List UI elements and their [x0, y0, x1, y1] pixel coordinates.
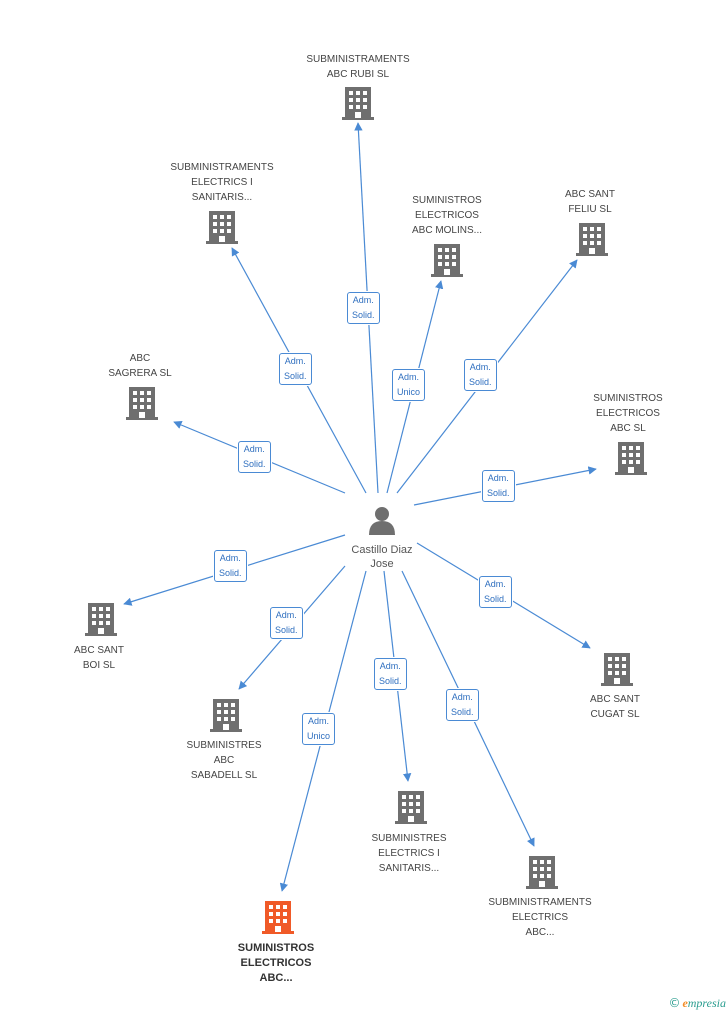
- role-badge-n5: Adm. Solid.: [238, 441, 271, 473]
- company-label-n6[interactable]: SUMINISTROS ELECTRICOS ABC SL: [593, 393, 663, 434]
- building-icon-n3[interactable]: [431, 244, 463, 277]
- building-icon-n5[interactable]: [126, 387, 158, 420]
- role-badge-n1: Adm. Solid.: [347, 292, 380, 324]
- person-icon[interactable]: [369, 507, 395, 535]
- building-icon-n7[interactable]: [85, 603, 117, 636]
- building-icon-n2[interactable]: [206, 211, 238, 244]
- role-badge-n2: Adm. Solid.: [279, 353, 312, 385]
- building-icon-n9[interactable]: [210, 699, 242, 732]
- role-badge-n6: Adm. Solid.: [482, 470, 515, 502]
- company-label-n11[interactable]: SUBMINISTRAMENTS ELECTRICS ABC...: [488, 897, 592, 938]
- role-badge-n11: Adm. Solid.: [446, 689, 479, 721]
- company-label-n7[interactable]: ABC SANT BOI SL: [73, 645, 124, 671]
- company-label-n1[interactable]: SUBMINISTRAMENTS ABC RUBI SL: [306, 54, 410, 80]
- building-icon-n1[interactable]: [342, 87, 374, 120]
- role-badge-n8: Adm. Solid.: [479, 576, 512, 608]
- company-label-n9[interactable]: SUBMINISTRES ABC SABADELL SL: [186, 740, 262, 781]
- copyright-icon: ©: [668, 996, 681, 1010]
- role-badge-n3: Adm. Unico: [392, 369, 426, 401]
- role-badge-n10: Adm. Solid.: [374, 658, 407, 690]
- company-label-n12[interactable]: SUMINISTROS ELECTRICOS ABC...: [237, 942, 315, 984]
- role-badge-n7: Adm. Solid.: [214, 550, 247, 582]
- center-person-label[interactable]: Castillo Diaz Jose: [351, 544, 413, 570]
- brand-e: e: [682, 996, 688, 1010]
- building-icon-n10[interactable]: [395, 791, 427, 824]
- company-label-n3[interactable]: SUMINISTROS ELECTRICOS ABC MOLINS...: [411, 195, 482, 236]
- role-badge-n4: Adm. Solid.: [464, 359, 497, 391]
- company-label-n5[interactable]: ABC SAGRERA SL: [108, 353, 172, 379]
- building-icon-n4[interactable]: [576, 223, 608, 256]
- company-label-n8[interactable]: ABC SANT CUGAT SL: [589, 694, 640, 720]
- brand-rest: mpresia: [687, 996, 726, 1010]
- company-label-n4[interactable]: ABC SANT FELIU SL: [564, 189, 615, 215]
- company-label-n2[interactable]: SUBMINISTRAMENTS ELECTRICS I SANITARIS..…: [170, 162, 274, 203]
- building-icon-n11[interactable]: [526, 856, 558, 889]
- footer-brand: ©empresia: [668, 996, 726, 1011]
- role-badge-n9: Adm. Solid.: [270, 607, 303, 639]
- building-icon-n12[interactable]: [262, 901, 294, 934]
- role-badge-n12: Adm. Unico: [302, 713, 336, 745]
- building-icon-n6[interactable]: [615, 442, 647, 475]
- company-label-n10[interactable]: SUBMINISTRES ELECTRICS I SANITARIS...: [371, 833, 447, 874]
- building-icon-n8[interactable]: [601, 653, 633, 686]
